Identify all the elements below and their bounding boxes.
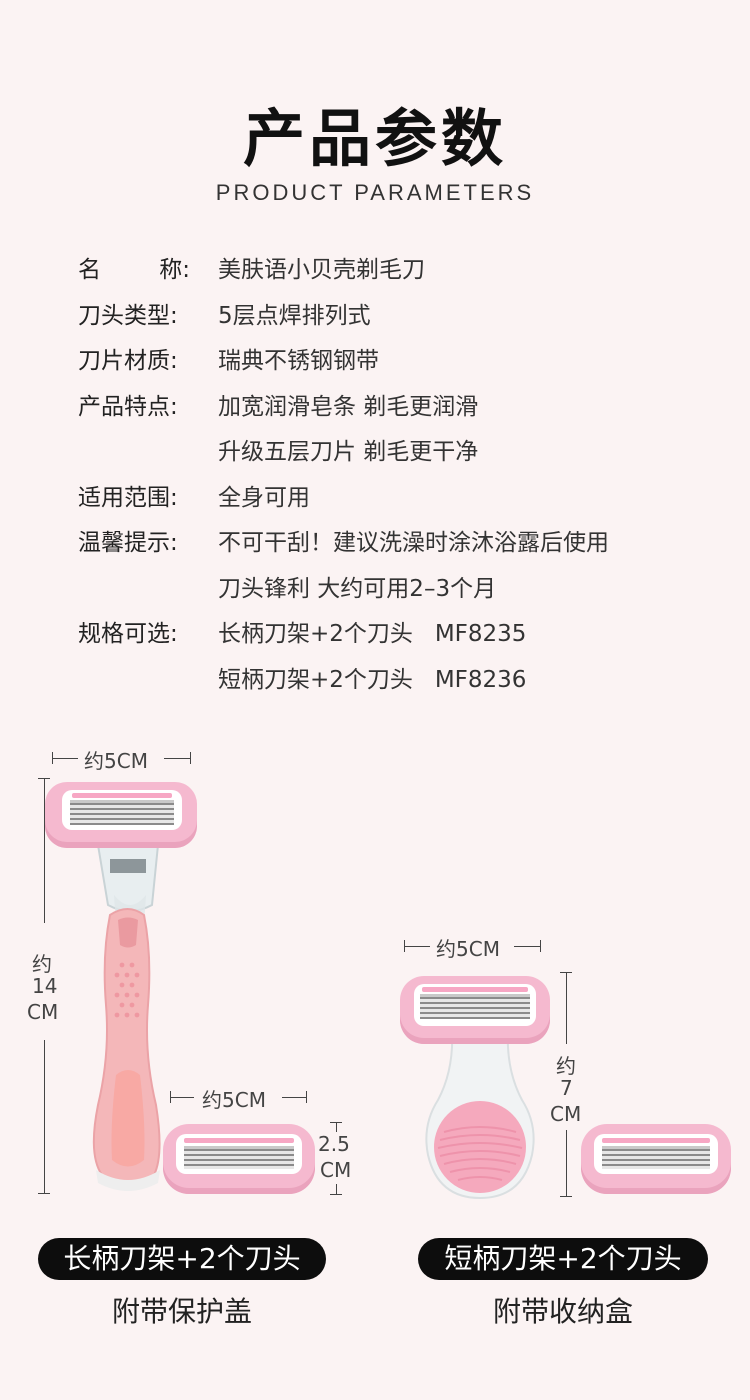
param-row-head-type: 刀头类型: 5层点焊排列式 bbox=[78, 294, 609, 340]
param-value: 加宽润滑皂条 剃毛更润滑 bbox=[218, 393, 479, 420]
long-height-label-2: 14 bbox=[32, 974, 58, 998]
long-refill-height-label-2: CM bbox=[320, 1158, 352, 1182]
param-label: 刀头类型: bbox=[78, 302, 178, 329]
short-set-caption: 附带收纳盒 bbox=[492, 1295, 633, 1328]
param-row-tips: 温馨提示: 不可干刮！建议洗澡时涂沐浴露后使用 刀头锋利 大约可用2–3个月 bbox=[78, 521, 609, 612]
param-value: 长柄刀架+2个刀头 MF8235 bbox=[218, 621, 527, 647]
long-refill-width-label: 约5CM bbox=[202, 1088, 266, 1112]
short-razor-handle-illustration bbox=[425, 1030, 535, 1200]
param-row-name: 名 称: 美肤语小贝壳剃毛刀 bbox=[78, 248, 609, 294]
page-title: 产品参数 bbox=[242, 102, 507, 175]
param-label: 名 称: bbox=[78, 257, 190, 283]
short-set-pill: 短柄刀架+2个刀头 bbox=[418, 1238, 708, 1280]
parameter-list: 名 称: 美肤语小贝壳剃毛刀 刀头类型: 5层点焊排列式 刀片材质: 瑞典不锈钢… bbox=[78, 248, 609, 703]
blade-stack-icon bbox=[602, 1146, 710, 1169]
page-subtitle: PRODUCT PARAMETERS bbox=[215, 180, 535, 205]
param-row-options: 规格可选: 长柄刀架+2个刀头 MF8235 短柄刀架+2个刀头 MF8236 bbox=[78, 612, 609, 703]
param-label: 温馨提示: bbox=[78, 530, 178, 556]
long-set-pill: 长柄刀架+2个刀头 bbox=[38, 1238, 326, 1280]
param-label: 规格可选: bbox=[78, 621, 178, 647]
param-value: 美肤语小贝壳剃毛刀 bbox=[218, 257, 425, 283]
short-height-label-1: 约 bbox=[556, 1054, 576, 1078]
param-row-scope: 适用范围: 全身可用 bbox=[78, 476, 609, 522]
param-label: 刀片材质: bbox=[78, 348, 178, 374]
param-value: 全身可用 bbox=[218, 484, 310, 511]
long-width-label: 约5CM bbox=[84, 749, 148, 773]
long-set-caption: 附带保护盖 bbox=[111, 1295, 252, 1328]
short-width-label: 约5CM bbox=[436, 937, 500, 961]
short-height-label-2: 7 bbox=[560, 1076, 573, 1100]
param-value: 刀头锋利 大约可用2–3个月 bbox=[218, 575, 497, 602]
param-label: 适用范围: bbox=[78, 484, 178, 511]
param-row-features: 产品特点: 加宽润滑皂条 剃毛更润滑 升级五层刀片 剃毛更干净 bbox=[78, 385, 609, 476]
long-refill-height-label-1: 2.5 bbox=[318, 1132, 350, 1156]
param-value: 瑞典不锈钢钢带 bbox=[218, 348, 379, 374]
param-label: 产品特点: bbox=[78, 393, 178, 420]
short-height-label-3: CM bbox=[550, 1102, 582, 1126]
long-height-label-3: CM bbox=[27, 1000, 59, 1024]
param-value: 不可干刮！建议洗澡时涂沐浴露后使用 bbox=[218, 530, 609, 556]
param-row-blade-material: 刀片材质: 瑞典不锈钢钢带 bbox=[78, 339, 609, 385]
blade-stack-icon bbox=[420, 994, 530, 1019]
param-value: 5层点焊排列式 bbox=[218, 302, 371, 329]
param-value: 短柄刀架+2个刀头 MF8236 bbox=[218, 666, 527, 693]
blade-stack-icon bbox=[70, 800, 174, 825]
blade-stack-icon bbox=[184, 1146, 294, 1169]
long-height-label-1: 约 bbox=[32, 952, 52, 976]
long-razor-handle-illustration bbox=[92, 844, 161, 1191]
param-value: 升级五层刀片 剃毛更干净 bbox=[218, 439, 479, 465]
